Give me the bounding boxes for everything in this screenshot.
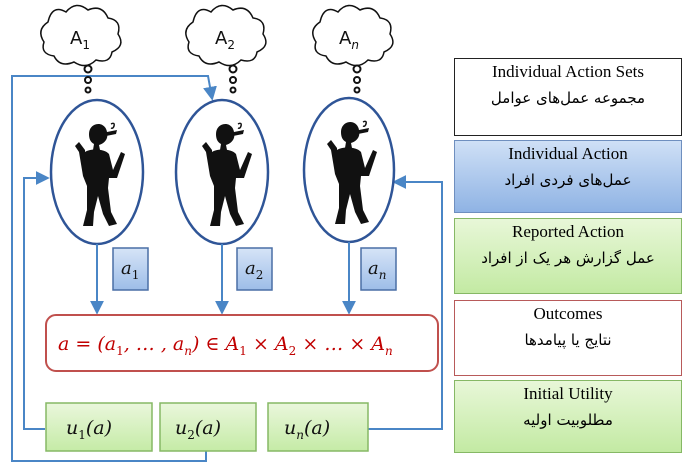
thought-label-n: An [339,28,359,52]
action-box-1 [112,247,149,291]
thought-cloud-n [312,4,394,94]
feedback-line-outer [11,75,217,462]
utility-box-2 [159,402,257,452]
utility-label-2: u2(a) [175,417,221,442]
feedback-paths [11,75,443,462]
legend-initial-utility: Initial Utility مطلوبیت اولیه [454,380,682,453]
legend-initial-utility-en: Initial Utility [523,384,613,403]
legend-reported-action: Reported Action عمل گزارش هر یک از افراد [454,218,682,294]
thought-label-2: A2 [215,28,235,52]
action-label-2: a2 [245,258,263,282]
legend-individual-action-fa: عمل‌های فردی افراد [504,171,632,189]
utility-label-1: u1(a) [66,417,112,442]
legend-initial-utility-fa: مطلوبیت اولیه [523,411,613,429]
legend-reported-action-en: Reported Action [512,222,624,241]
legend-action-sets-en: Individual Action Sets [491,62,645,81]
legend-outcomes: Outcomes نتایج یا پیامدها [454,300,682,376]
action-box-2 [236,247,273,291]
outcome-formula: a = (a1, … , an) ∈ A1 × A2 × … × An [58,333,393,358]
action-label-1: a1 [121,258,139,282]
action-arrows [90,242,356,315]
legend-reported-action-fa: عمل گزارش هر یک از افراد [481,249,655,267]
thought-label-1: A1 [70,28,90,52]
utility-box-n [267,402,369,452]
legend-individual-action-en: Individual Action [508,144,628,163]
action-label-n: an [368,258,386,282]
legend-action-sets: Individual Action Sets مجموعه عمل‌های عو… [454,58,682,136]
feedback-line-right [368,175,443,430]
legend-outcomes-en: Outcomes [533,304,603,323]
utility-label-n: un(a) [284,417,330,442]
legend-action-sets-fa: مجموعه عمل‌های عوامل [490,89,646,107]
feedback-line-inner [23,171,50,430]
thought-cloud-1 [40,4,122,94]
outcome-box [45,314,439,372]
thought-cloud-2 [185,4,267,94]
legend-individual-action: Individual Action عمل‌های فردی افراد [454,140,682,213]
action-box-n [360,247,397,291]
legend-outcomes-fa: نتایج یا پیامدها [524,331,612,349]
utility-box-1 [45,402,153,452]
